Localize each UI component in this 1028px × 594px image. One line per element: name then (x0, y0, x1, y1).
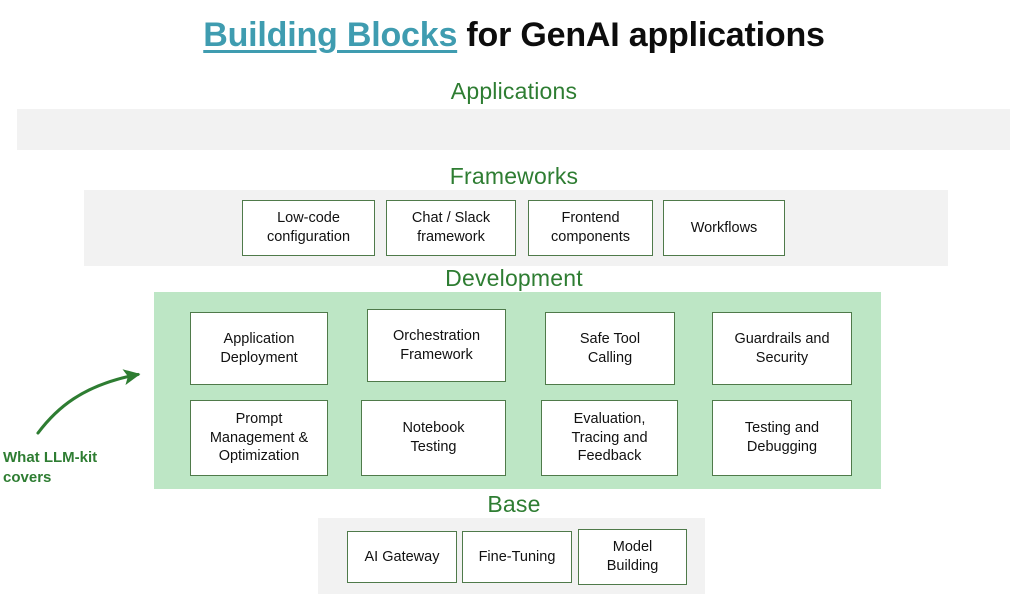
section-heading-applications: Applications (450, 78, 578, 104)
section-heading-development: Development (445, 265, 583, 291)
curved-arrow-icon (36, 369, 141, 435)
box-frontend-components[interactable]: Frontend components (528, 200, 653, 256)
page-title-plain: for GenAI applications (457, 16, 825, 54)
box-model-building[interactable]: Model Building (578, 529, 687, 585)
box-low-code-configuration[interactable]: Low-code configuration (242, 200, 375, 256)
box-testing-and-debugging[interactable]: Testing and Debugging (712, 400, 852, 476)
box-evaluation-tracing-feedback[interactable]: Evaluation, Tracing and Feedback (541, 400, 678, 476)
box-workflows[interactable]: Workflows (663, 200, 785, 256)
box-fine-tuning[interactable]: Fine-Tuning (462, 531, 572, 583)
box-orchestration-framework[interactable]: Orchestration Framework (367, 309, 506, 382)
box-notebook-testing[interactable]: Notebook Testing (361, 400, 506, 476)
box-safe-tool-calling[interactable]: Safe Tool Calling (545, 312, 675, 385)
box-application-deployment[interactable]: Application Deployment (190, 312, 328, 385)
box-guardrails-and-security[interactable]: Guardrails and Security (712, 312, 852, 385)
section-heading-base: Base (487, 491, 541, 517)
annotation-what-llm-kit-covers: What LLM-kit covers (3, 449, 98, 486)
page-title-accent: Building Blocks (203, 16, 458, 54)
box-chat-slack-framework[interactable]: Chat / Slack framework (386, 200, 516, 256)
section-band-applications (17, 109, 1010, 150)
section-band-frameworks (84, 190, 948, 266)
box-ai-gateway[interactable]: AI Gateway (347, 531, 457, 583)
page-title: Building Blocks for GenAI applications (0, 16, 1028, 55)
box-prompt-management-optimization[interactable]: Prompt Management & Optimization (190, 400, 328, 476)
section-heading-frameworks: Frameworks (449, 163, 579, 189)
